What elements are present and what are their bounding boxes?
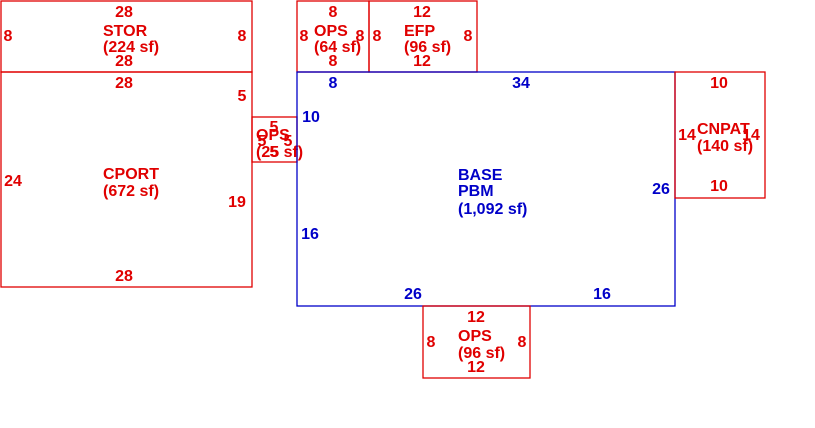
efp-dim-right: 8 [464,28,473,45]
efp-dim-left: 8 [373,28,382,45]
cport-dim-right-lower: 19 [228,194,246,211]
cnpat-dim-right: 14 [742,127,760,144]
base-dim-left-lower: 16 [301,226,319,243]
efp-dim-bottom: 12 [413,53,431,70]
cnpat-dim-left: 14 [678,127,696,144]
stor-name: STOR [103,23,148,40]
base-dim-right: 26 [652,181,670,198]
efp-area: (96 sf) [404,39,451,56]
area-ops-small: 5 OPS 5 5 (25 sf) 5 [251,116,303,163]
ops-small-dim-right: 5 [284,133,293,150]
ops-small-dim-left: 5 [258,133,267,150]
ops-top-dim-bottom: 8 [329,53,338,70]
ops-bottom-outline [422,305,531,379]
stor-area: (224 sf) [103,39,159,56]
ops-top-dim-right: 8 [356,28,365,45]
ops-bottom-name: OPS [458,328,492,345]
ops-bottom-dim-top: 12 [467,309,485,326]
stor-dim-top: 28 [115,4,133,21]
cport-outline [0,71,253,288]
base-dim-bottom-left: 26 [404,286,422,303]
cport-dim-top: 28 [115,75,133,92]
ops-bottom-dim-bottom: 12 [467,359,485,376]
area-efp: EFP (96 sf) 12 12 8 8 [368,0,478,73]
cnpat-dim-top: 10 [710,75,728,92]
cport-name: CPORT [103,166,159,183]
base-name: BASE [458,167,503,184]
stor-dim-left: 8 [4,28,13,45]
stor-dim-bottom: 28 [115,53,133,70]
ops-small-dim-top: 5 [270,119,279,136]
area-stor: STOR (224 sf) 28 28 8 8 [0,0,253,73]
base-dim-top: 34 [512,75,530,92]
cnpat-outline [674,71,766,199]
ops-small-name: OPS [256,127,290,144]
efp-name: EFP [404,23,435,40]
area-cnpat: 10 CNPAT (140 sf) 14 14 10 [674,71,766,199]
ops-bottom-dim-right: 8 [518,334,527,351]
base-subname: PBM [458,183,494,200]
ops-bottom-area: (96 sf) [458,345,505,362]
ops-small-area: (25 sf) [256,144,303,161]
cport-dim-bottom: 28 [115,268,133,285]
cport-area: (672 sf) [103,183,159,200]
ops-top-dim-top: 8 [329,4,338,21]
ops-top-area: (64 sf) [314,39,361,56]
base-area: (1,092 sf) [458,201,527,218]
area-ops-bottom: 12 OPS (96 sf) 8 8 12 [422,305,531,379]
cnpat-area: (140 sf) [697,138,753,155]
cport-dim-right-upper: 5 [238,88,247,105]
ops-bottom-dim-left: 8 [427,334,436,351]
base-dim-left-upper: 10 [302,109,320,126]
ops-top-dim-left: 8 [300,28,309,45]
ops-small-dim-bottom: 5 [270,144,279,161]
efp-dim-top: 12 [413,4,431,21]
base-dim-bottom-right: 16 [593,286,611,303]
cnpat-name: CNPAT [697,121,750,138]
cnpat-dim-bottom: 10 [710,178,728,195]
cport-dim-left: 24 [4,173,22,190]
ops-top-name: OPS [314,23,348,40]
stor-dim-right: 8 [238,28,247,45]
area-cport: CPORT (672 sf) 28 28 24 5 19 [0,71,253,288]
base-dim-top-left: 8 [329,75,338,92]
